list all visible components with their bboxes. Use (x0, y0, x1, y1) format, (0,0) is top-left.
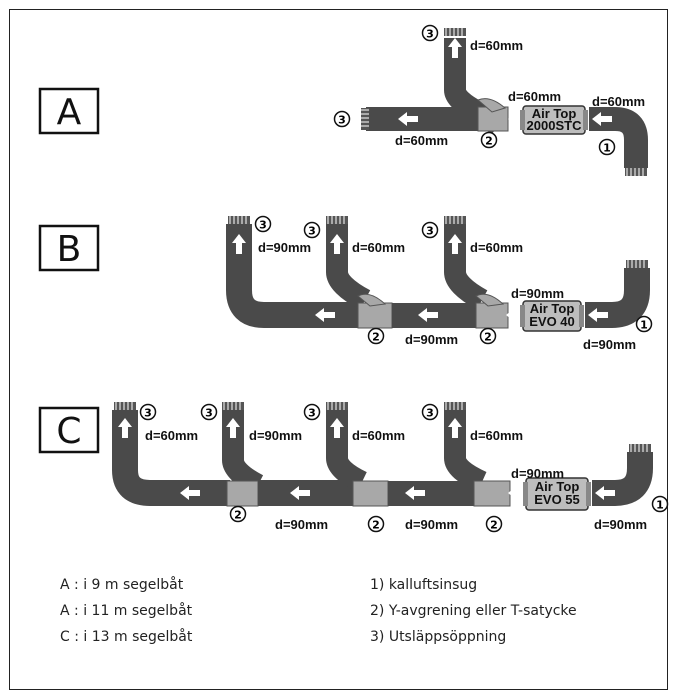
duct-b-left (226, 224, 360, 328)
legend-left-3: C : i 13 m segelbåt (60, 629, 193, 645)
diagram-letter-b: B (57, 229, 82, 270)
dimension-label: d=90mm (594, 517, 647, 532)
duct-c-branch-1 (222, 410, 264, 495)
marker-outlet: 3 (338, 114, 346, 127)
dimension-label: d=90mm (258, 240, 311, 255)
y-fitting (352, 480, 389, 507)
diagram-b: B Air Top EVO 40 3 3 3 2 (38, 215, 653, 352)
dimension-label: d=90mm (405, 517, 458, 532)
marker-outlet: 3 (426, 407, 434, 420)
dimension-label: d=60mm (470, 38, 523, 53)
marker-intake: 1 (603, 142, 611, 155)
legend-right-2: 2) Y-avgrening eller T-satycke (370, 603, 577, 619)
marker-outlet: 3 (308, 225, 316, 238)
outlet-grille-a-top (443, 27, 467, 37)
dimension-label: d=90mm (511, 286, 564, 301)
label-box-c (38, 406, 100, 454)
dimension-label: d=90mm (511, 466, 564, 481)
marker-branch: 2 (490, 519, 498, 532)
marker-outlet: 3 (426, 28, 434, 41)
duct-c-branch-3 (444, 410, 487, 493)
dimension-label: d=60mm (470, 428, 523, 443)
diagram-a: A Air Top 2000STC 3 3 2 1 d=60mm d=60mm … (38, 24, 648, 177)
marker-outlet: 3 (259, 219, 267, 232)
duct-b-branch-1 (326, 224, 371, 310)
marker-intake: 1 (656, 499, 664, 512)
label-box-a (38, 87, 100, 135)
y-fitting (475, 302, 509, 329)
duct-b-branch-2 (444, 224, 488, 310)
outlet-grille (325, 215, 349, 225)
marker-outlet: 3 (426, 225, 434, 238)
y-fitting (226, 480, 259, 507)
duct-b-intake (585, 268, 650, 328)
dimension-label: d=90mm (249, 428, 302, 443)
marker-branch: 2 (372, 331, 380, 344)
outlet-grille (227, 215, 251, 225)
marker-outlet: 3 (144, 407, 152, 420)
outlet-grille (113, 401, 137, 411)
outlet-grille (221, 401, 245, 411)
heater-label-b-1: Air Top (530, 301, 575, 316)
dimension-label: d=60mm (592, 94, 645, 109)
marker-intake: 1 (640, 319, 648, 332)
dimension-label: d=90mm (275, 517, 328, 532)
heater-label-a-2: 2000STC (527, 118, 583, 133)
heater-label-a-1: Air Top (532, 106, 577, 121)
heater-label-b-2: EVO 40 (529, 314, 575, 329)
dimension-label: d=60mm (395, 133, 448, 148)
dimension-label: d=60mm (352, 428, 405, 443)
heater-label-c-2: EVO 55 (534, 492, 580, 507)
marker-outlet: 3 (308, 407, 316, 420)
figure-frame (9, 9, 668, 690)
marker-branch: 2 (484, 331, 492, 344)
y-fitting (357, 302, 393, 329)
intake-grille (628, 443, 652, 453)
marker-outlet: 3 (205, 407, 213, 420)
dimension-label: d=60mm (470, 240, 523, 255)
diagram-c: C Air Top EVO 55 (38, 401, 669, 533)
marker-branch: 2 (234, 509, 242, 522)
duct-c-left (112, 410, 230, 506)
diagram-letter-a: A (57, 92, 82, 133)
dimension-label: d=90mm (583, 337, 636, 352)
marker-branch: 2 (372, 519, 380, 532)
outlet-grille-a-left (360, 107, 370, 131)
heater-label-c-1: Air Top (535, 479, 580, 494)
y-fitting (473, 480, 511, 507)
outlet-grille (325, 401, 349, 411)
marker-branch: 2 (485, 135, 493, 148)
dimension-label: d=60mm (508, 89, 561, 104)
duct-c-branch-2 (326, 410, 367, 492)
dimension-label: d=90mm (405, 332, 458, 347)
dimension-label: d=60mm (145, 428, 198, 443)
diagram-letter-c: C (56, 411, 81, 452)
legend-left-1: A : i 9 m segelbåt (60, 577, 184, 593)
intake-grille (625, 259, 649, 269)
legend-right-1: 1) kalluftsinsug (370, 577, 478, 593)
duct-c-intake (592, 452, 653, 506)
duct-a-main (366, 107, 480, 131)
duct-a-intake (589, 107, 648, 168)
outlet-grille (443, 215, 467, 225)
legend-right-3: 3) Utsläppsöppning (370, 629, 507, 645)
duct-c-segment-2 (388, 481, 474, 506)
intake-grille-a (624, 167, 648, 177)
outlet-grille (443, 401, 467, 411)
dimension-label: d=60mm (352, 240, 405, 255)
legend-left-2: A : i 11 m segelbåt (60, 603, 193, 619)
label-box-b (38, 224, 100, 272)
